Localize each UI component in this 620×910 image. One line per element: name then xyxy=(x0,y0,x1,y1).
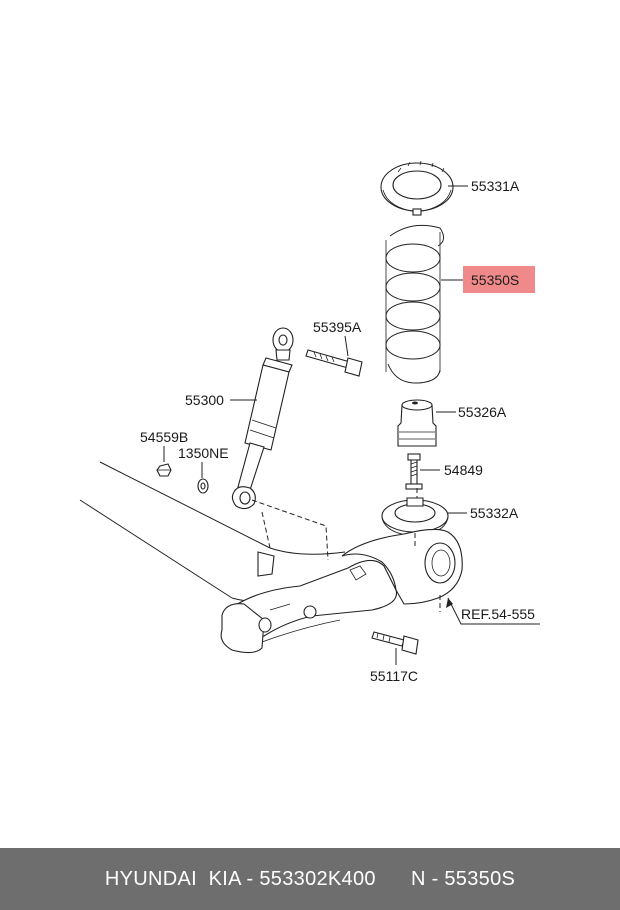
nut-54559B[interactable] xyxy=(156,463,172,477)
label-54559B: 54559B xyxy=(140,429,188,445)
parts-diagram: 55331A 55350S 55326A 54849 55332A xyxy=(79,160,540,684)
washer-1350NE[interactable] xyxy=(197,478,209,494)
ref-pointer xyxy=(446,597,540,625)
coil-spring[interactable] xyxy=(385,224,444,384)
spring-highlight-box xyxy=(463,266,535,293)
part-number-footer: HYUNDAI KIA - 553302K400 N - 55350S xyxy=(0,848,620,910)
label-55331A: 55331A xyxy=(471,178,520,194)
footer-brand-part: HYUNDAI KIA - 553302K400 xyxy=(104,867,376,890)
label-55395A: 55395A xyxy=(313,319,362,335)
label-55350S: 55350S xyxy=(471,272,519,288)
bolt-55395A[interactable] xyxy=(305,349,363,377)
bump-stopper[interactable] xyxy=(397,399,437,447)
footer-spacer xyxy=(376,868,411,891)
bolt-54849[interactable] xyxy=(405,453,423,490)
lower-spring-seat[interactable] xyxy=(381,497,449,537)
shock-absorber[interactable] xyxy=(231,327,294,510)
label-55332A: 55332A xyxy=(470,505,519,521)
bolt-55117C[interactable] xyxy=(371,631,419,655)
label-ref: REF.54-555 xyxy=(461,606,535,622)
upper-spring-seat[interactable] xyxy=(380,160,454,216)
label-55326A: 55326A xyxy=(458,404,507,420)
label-55300: 55300 xyxy=(185,392,224,408)
label-55117C: 55117C xyxy=(370,668,418,684)
rear-axle xyxy=(79,461,463,654)
footer-oem-number: N - 55350S xyxy=(410,867,516,890)
label-54849: 54849 xyxy=(444,462,483,478)
label-1350NE: 1350NE xyxy=(178,445,229,461)
